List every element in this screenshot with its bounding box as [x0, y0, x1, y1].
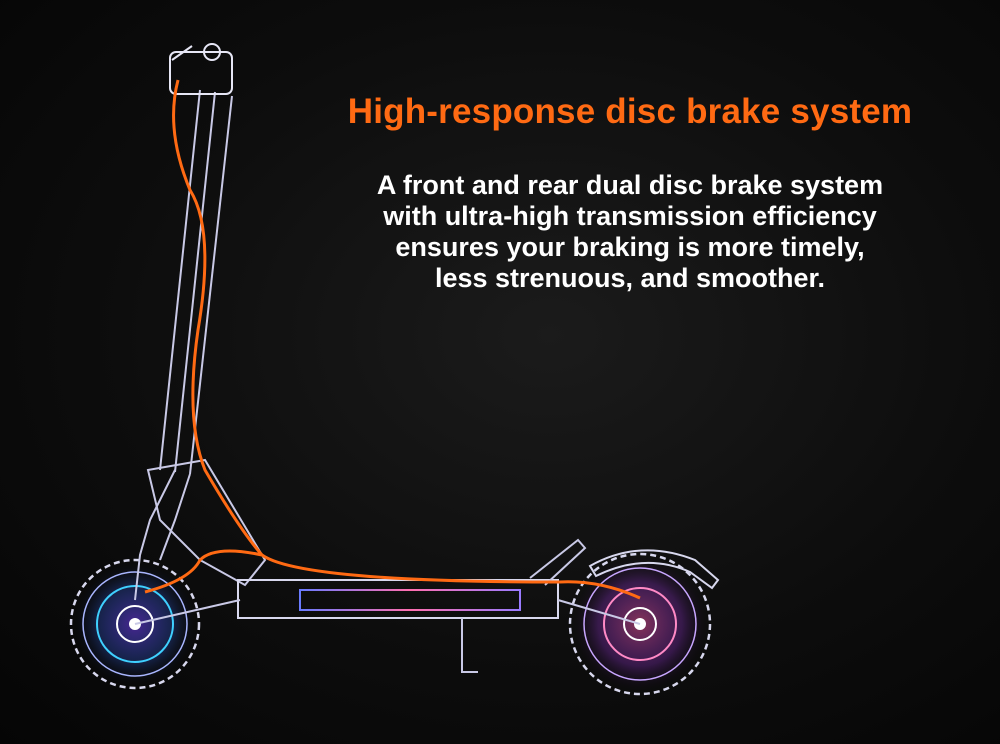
handlebar	[169, 43, 233, 95]
description: A front and rear dual disc brake system …	[330, 170, 930, 294]
deck	[134, 538, 641, 625]
steering-stem	[134, 89, 233, 601]
description-line-3: ensures your braking is more timely,	[395, 232, 865, 262]
headline: High-response disc brake system	[347, 92, 913, 131]
brake-cable	[144, 79, 641, 600]
description-line-1: A front and rear dual disc brake system	[376, 170, 884, 200]
rear-fender	[588, 549, 720, 590]
description-line-4: less strenuous, and smoother.	[434, 263, 826, 293]
folding-mechanism	[146, 458, 267, 587]
kickstand	[461, 618, 478, 673]
description-line-2: with ultra-high transmission efficiency	[383, 201, 877, 231]
